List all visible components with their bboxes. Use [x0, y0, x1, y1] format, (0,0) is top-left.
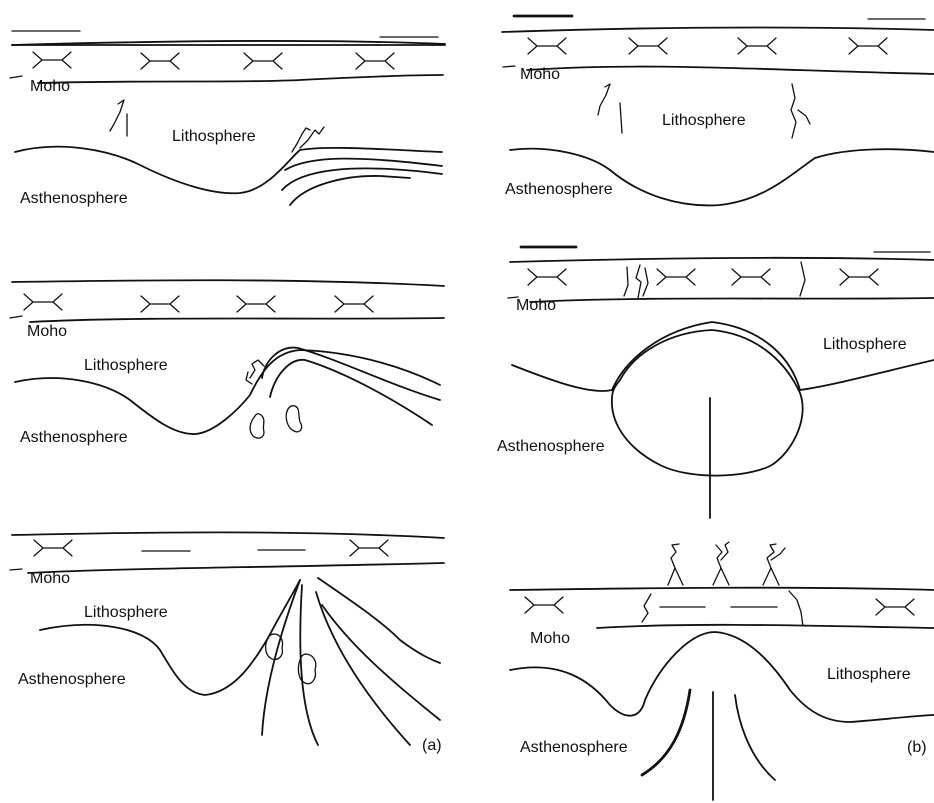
basalt-symbol [244, 53, 282, 69]
lithosphere-label: Lithosphere [84, 604, 168, 621]
basalt-symbol [350, 540, 388, 556]
panel-a-bottom: Moho Lithosphere Asthenosphere (a) [10, 532, 444, 754]
basalt-symbol [33, 52, 71, 68]
asthenosphere-label: Asthenosphere [497, 438, 605, 455]
basalt-symbol [237, 296, 275, 312]
crack [642, 594, 651, 622]
basalt-symbol [335, 296, 373, 312]
moho-tick [503, 66, 515, 67]
lab-boundary [318, 578, 440, 663]
rift-curve [262, 580, 300, 735]
asthenosphere-label: Asthenosphere [20, 190, 128, 207]
moho-line [530, 298, 934, 302]
crack [636, 265, 641, 298]
slab-curve [290, 176, 410, 205]
crack [300, 127, 324, 148]
crack [789, 591, 803, 626]
moho-line [527, 67, 934, 74]
plume-stem [735, 695, 775, 780]
basalt-symbol [840, 269, 878, 285]
asthenosphere-label: Asthenosphere [505, 181, 613, 198]
melt-blob [250, 414, 264, 438]
moho-line [30, 318, 444, 322]
moho-label: Moho [30, 570, 70, 587]
moho-label: Moho [530, 630, 570, 647]
magma-conduit [671, 544, 679, 568]
basalt-symbol [528, 269, 566, 285]
basalt-symbol [528, 38, 566, 54]
moho-tick [10, 569, 22, 570]
crust-top [12, 280, 444, 286]
slab-curve [282, 168, 442, 190]
crust-top [510, 588, 934, 590]
panel-a-label: (a) [422, 737, 442, 754]
moho-label: Moho [516, 297, 556, 314]
lithosphere-label: Lithosphere [827, 666, 911, 683]
crust-top [510, 258, 934, 262]
plume-stem [642, 690, 690, 775]
asthenosphere-label: Asthenosphere [520, 739, 628, 756]
volcano [763, 568, 779, 585]
moho-line [28, 563, 444, 573]
lithosphere-label: Lithosphere [662, 112, 746, 129]
basalt-symbol [732, 269, 770, 285]
basalt-symbol [356, 53, 394, 69]
volcano [668, 568, 683, 585]
crack [624, 267, 628, 296]
moho-tick [10, 316, 22, 318]
lab-boundary [800, 360, 934, 390]
crack [791, 84, 796, 138]
basalt-symbol [525, 597, 563, 613]
basalt-symbol [629, 38, 667, 54]
basalt-symbol [141, 296, 179, 312]
moho-line [38, 75, 443, 83]
basalt-symbol [876, 599, 914, 615]
crack [246, 372, 252, 384]
panel-a-top: Moho Lithosphere Asthenosphere [10, 31, 445, 207]
crack [110, 100, 124, 131]
crack [800, 262, 805, 296]
basalt-symbol [141, 53, 179, 69]
lithosphere-label: Lithosphere [84, 357, 168, 374]
magma-conduit [716, 542, 729, 568]
basalt-symbol [738, 38, 776, 54]
slab-curve [270, 360, 432, 425]
moho-label: Moho [27, 323, 67, 340]
moho-line [597, 625, 934, 628]
lithosphere-label: Lithosphere [172, 128, 256, 145]
basalt-symbol [34, 540, 72, 556]
basalt-symbol [657, 269, 695, 285]
crack [643, 268, 648, 296]
magma-conduit [767, 544, 785, 568]
crack [598, 84, 610, 115]
panel-b-label: (b) [907, 739, 927, 756]
lithosphere-label: Lithosphere [823, 336, 907, 353]
asthenosphere-label: Asthenosphere [18, 671, 126, 688]
lab-boundary [15, 147, 442, 194]
melt-blob [286, 406, 301, 432]
lab-boundary [512, 365, 612, 391]
crack [620, 103, 622, 133]
panel-b-bottom: Moho Lithosphere Asthenosphere (b) [510, 542, 934, 800]
plume-head [612, 330, 803, 476]
panel-b-middle: Moho Lithosphere Asthenosphere [497, 247, 934, 518]
moho-tick [10, 76, 22, 78]
basalt-symbol [24, 294, 62, 310]
basalt-symbol [849, 38, 887, 54]
crust-top [502, 28, 934, 32]
crack [798, 110, 810, 124]
volcano [713, 568, 729, 585]
asthenosphere-label: Asthenosphere [20, 429, 128, 446]
panel-b-top: Moho Lithosphere Asthenosphere [502, 16, 934, 205]
moho-label: Moho [30, 78, 70, 95]
moho-label: Moho [520, 66, 560, 83]
crust-top [12, 532, 444, 538]
panel-a-middle: Moho Lithosphere Asthenosphere [10, 280, 444, 446]
